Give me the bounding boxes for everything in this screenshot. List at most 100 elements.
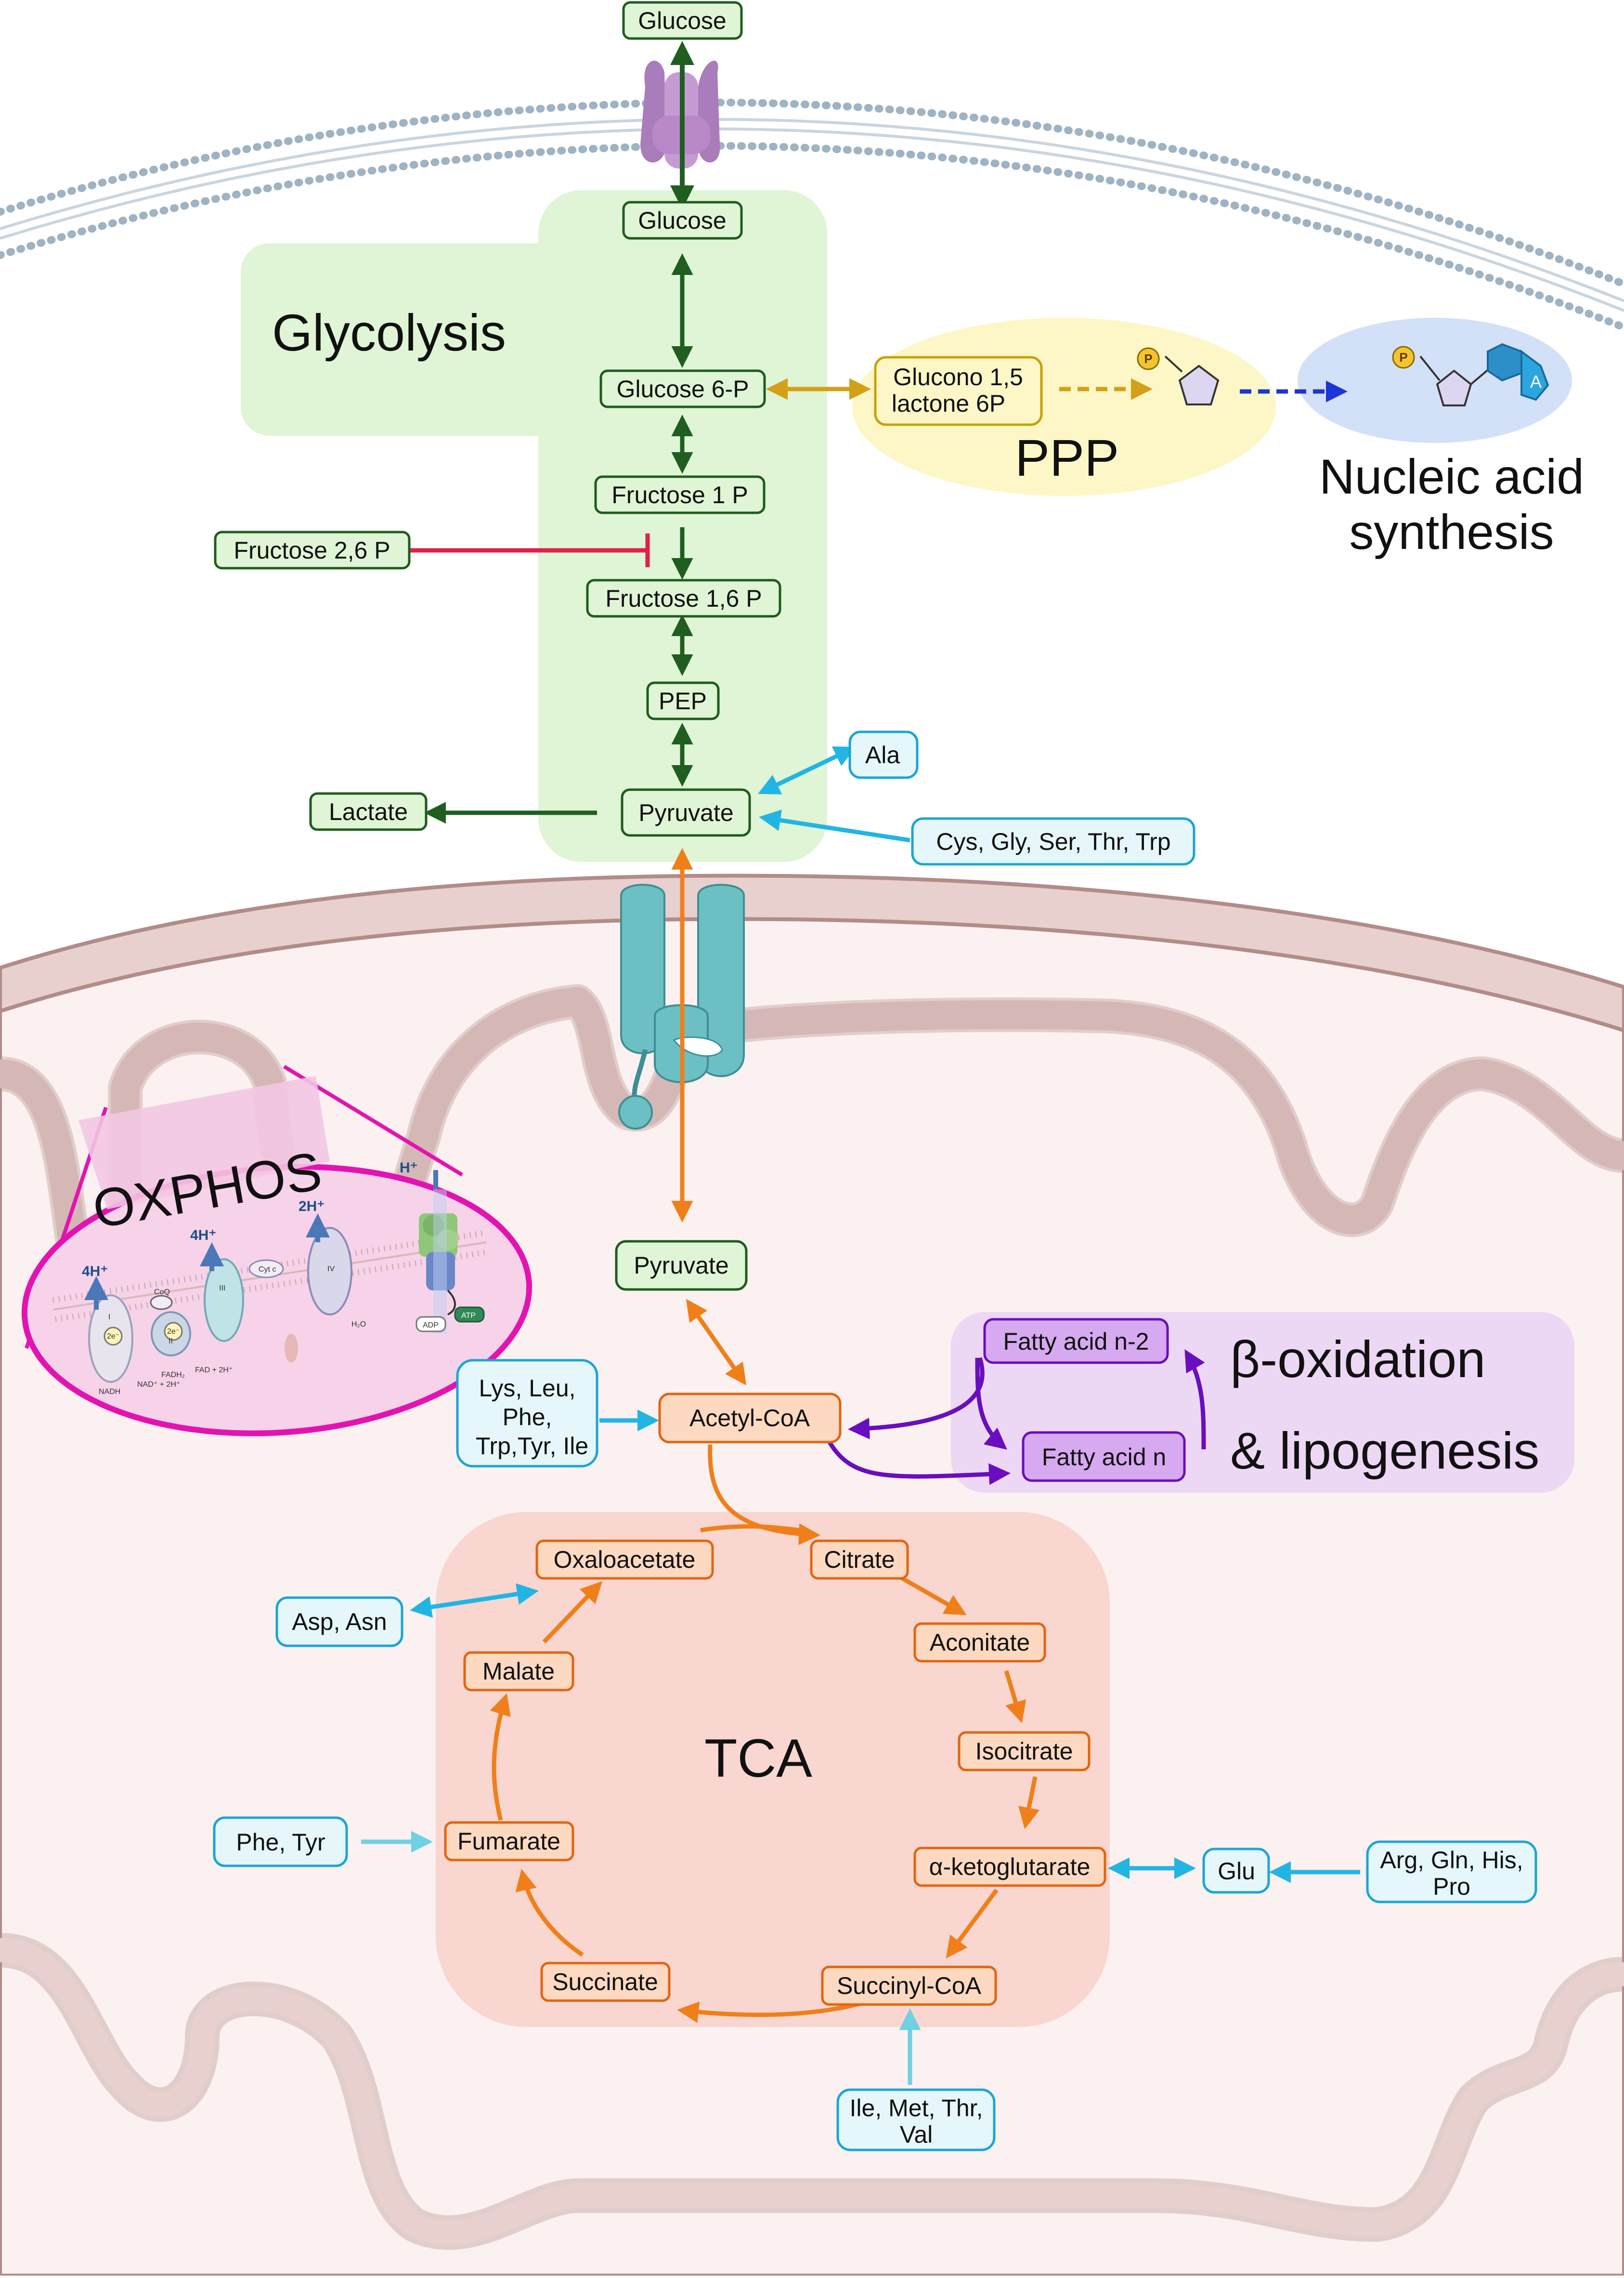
node-fatty-acid-n: Fatty acid n [1022,1431,1186,1482]
svg-text:Fructose 1,6 P: Fructose 1,6 P [605,585,762,612]
arrow-acetylcoa-citrate [708,1444,820,1545]
svg-text:Pro: Pro [1433,1873,1470,1900]
node-pep: PEP [646,681,720,720]
node-glucono-lactone: Glucono 1,5 lactone 6P [874,356,1043,426]
ppp-title: PPP [1015,429,1119,487]
arrow-succinate-fumarate [515,1869,584,1957]
svg-text:II: II [169,1337,173,1345]
beta-oxidation-title-line1: β-oxidation [1230,1330,1485,1388]
node-lactate: Lactate [309,792,428,831]
node-succinate: Succinate [540,1962,671,2002]
node-oxaloacetate: Oxaloacetate [535,1539,714,1580]
svg-text:Oxaloacetate: Oxaloacetate [554,1546,696,1573]
node-citrate: Citrate [810,1539,909,1580]
svg-text:Fatty acid n-2: Fatty acid n-2 [1003,1328,1149,1355]
svg-text:Isocitrate: Isocitrate [975,1738,1073,1765]
svg-text:Succinate: Succinate [552,1968,658,1995]
oxphos-inset [21,1065,533,1436]
svg-text:Glucose 6-P: Glucose 6-P [616,376,749,403]
svg-text:NAD⁺ + 2H⁺: NAD⁺ + 2H⁺ [137,1380,180,1389]
svg-text:Fructose 1 P: Fructose 1 P [611,482,748,508]
svg-text:ATP: ATP [461,1312,476,1320]
arrow-fumarate-malate [490,1693,511,1821]
svg-text:Citrate: Citrate [824,1546,895,1573]
node-acetyl-coa: Acetyl-CoA [658,1393,842,1444]
oxphos-labels: 4H⁺ 4H⁺ 2H⁺ H⁺ [82,1160,418,1279]
arrow-fatty-n2-acetylcoa [848,1357,985,1440]
node-aconitate: Aconitate [913,1622,1046,1663]
arrow-asp-oxaloacetate [410,1583,539,1618]
mitochondrial-pyruvate-carrier-icon [618,884,745,1130]
svg-text:Lys, Leu,: Lys, Leu, [479,1375,575,1402]
svg-text:Acetyl-CoA: Acetyl-CoA [689,1405,810,1432]
node-lys-leu-phe-trp-tyr-ile: Lys, Leu, Phe, Trp,Tyr, Ile [456,1359,598,1468]
node-glu: Glu [1202,1848,1270,1894]
arrow-acetylcoa-fattyn [826,1438,1011,1485]
svg-text:NADH: NADH [99,1388,120,1396]
arrow-citrate-aconitate [894,1573,967,1615]
svg-text:CoQ: CoQ [154,1288,170,1296]
svg-text:Glucose: Glucose [638,207,726,234]
svg-text:Ala: Ala [865,742,900,768]
beta-oxidation-title-line2: & lipogenesis [1230,1421,1539,1480]
svg-text:Ile, Met, Thr,: Ile, Met, Thr, [850,2095,983,2122]
nucleotide-icon [1392,343,1549,406]
arrow-fattyn-fatty-n2 [1184,1349,1206,1450]
svg-text:Malate: Malate [482,1658,555,1685]
arrow-pyruvate-acetylcoa [686,1299,747,1386]
svg-text:Lactate: Lactate [329,798,408,825]
svg-text:IV: IV [327,1265,335,1273]
coq-icon [150,1295,173,1310]
arrow-oxaloacetate-citrate [700,1524,800,1533]
oxphos-small-labels: NADH NAD⁺ + 2H⁺ FADH₂ FAD + 2H⁺ CoQ Cyt … [99,1265,476,1396]
cyt-c-icon [248,1259,284,1278]
svg-text:Cyt c: Cyt c [259,1265,276,1274]
node-isocitrate: Isocitrate [958,1731,1091,1771]
svg-text:4H⁺: 4H⁺ [82,1263,108,1279]
node-fructose-26p: Fructose 2,6 P [214,531,411,570]
node-pyruvate-cyto: Pyruvate [621,788,751,837]
svg-text:Cys, Gly, Ser, Thr, Trp: Cys, Gly, Ser, Thr, Trp [936,828,1170,855]
svg-text:III: III [219,1284,225,1292]
svg-text:Succinyl-CoA: Succinyl-CoA [837,1972,982,1999]
svg-text:Pyruvate: Pyruvate [638,799,733,826]
arrow-ala-pyruvate [757,746,857,794]
node-asp-asn: Asp, Asn [275,1596,403,1647]
phosphate-label: P [1399,350,1407,364]
svg-text:Fructose 2,6 P: Fructose 2,6 P [234,537,390,564]
svg-text:Glucono 1,5: Glucono 1,5 [893,364,1023,391]
node-ala: Ala [848,730,919,779]
svg-text:Aconitate: Aconitate [930,1629,1030,1656]
nucleic-acid-title-line1: Nucleic acid [1319,449,1584,504]
inner-membrane-top [0,987,1624,1273]
arrow-akg-succinylcoa [946,1888,999,1959]
node-fumarate: Fumarate [444,1821,574,1861]
phosphate-label: P [1144,351,1152,366]
node-fructose-1p: Fructose 1 P [594,475,766,514]
arrow-cys-pyruvate [759,809,910,843]
node-fructose-16p: Fructose 1,6 P [586,579,781,618]
arrow-fatty-n2-fattyn [975,1357,1007,1450]
node-ile-met-thr-val: Ile, Met, Thr, Val [836,2088,996,2151]
node-cys-gly-ser-thr-trp: Cys, Gly, Ser, Thr, Trp [911,817,1195,866]
adenine-label: A [1530,372,1542,391]
node-pyruvate-mito: Pyruvate [615,1240,748,1291]
svg-text:2H⁺: 2H⁺ [299,1198,325,1214]
node-glucose-6p: Glucose 6-P [599,369,766,408]
svg-text:Val: Val [900,2121,933,2148]
svg-text:Fumarate: Fumarate [457,1828,560,1855]
glycolysis-region [241,190,827,862]
arrow-aconitate-isocitrate [1004,1670,1026,1723]
arrow-succinylcoa-succinate [677,1998,872,2023]
svg-text:ADP: ADP [423,1321,439,1329]
svg-text:Glu: Glu [1218,1858,1255,1885]
tca-title: TCA [704,1728,812,1788]
svg-text:PEP: PEP [659,688,707,715]
node-malate: Malate [463,1651,574,1692]
node-glucose-out: Glucose [622,1,743,40]
atp-badge [454,1306,485,1323]
node-fatty-acid-n2: Fatty acid n-2 [983,1318,1169,1364]
electron-icon [104,1327,123,1346]
svg-text:H₂O: H₂O [351,1320,366,1328]
